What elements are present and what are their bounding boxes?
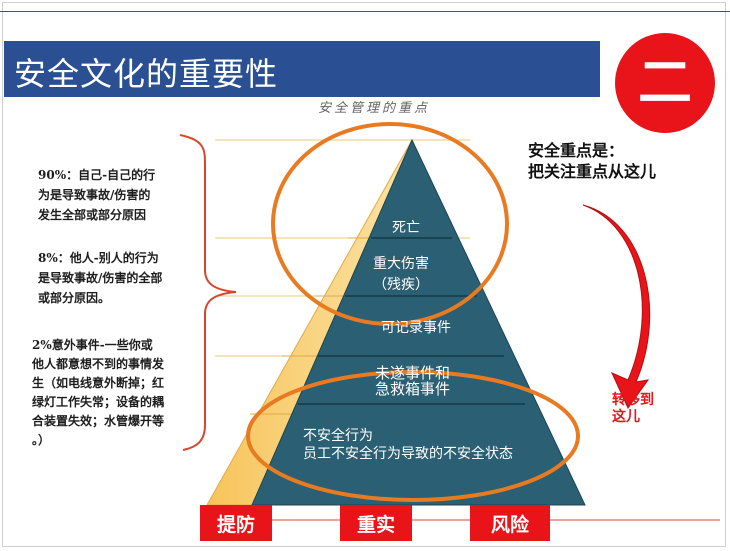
pyramid-subtitle: 安全管理的重点 [318,101,431,116]
level-serious-injury: 重大伤害 [373,256,429,272]
bottom-focus-ellipse [246,370,580,502]
focus-statement: 安全重点是： 把关注重点从这儿 [528,140,656,182]
level-serious-injury-note: （残疾） [373,277,429,293]
page-title: 安全文化的重要性 [14,55,279,93]
shift-line: 这儿 [612,409,640,425]
note-90-line: 发生全部或部分原因 [38,208,147,222]
note-2-percent: 2%意外事件-一些你或 他人都意想不到的事情发 生（如电线意外断掉；红 绿灯工作… [32,336,164,450]
tag-prevent: 提防 [200,505,272,541]
level-unsafe-behavior: 不安全行为 [303,427,373,444]
shift-line: 转移到 [612,392,654,408]
note-2-line: 。） [32,433,51,447]
top-rule [0,11,730,12]
note-2-line: 2%意外事件-一些你或 [32,338,153,352]
note-90-line: 90%：自己-自己的行 [38,168,156,182]
level-near-miss: 未遂事件和 [375,364,450,382]
shift-label: 转移到 这儿 [612,392,654,426]
section-number: 二 [638,51,692,114]
note-90-percent: 90%：自己-自己的行 为是导致事故/伤害的 发生全部或部分原因 [38,165,155,225]
note-90-line: 为是导致事故/伤害的 [38,188,151,202]
note-8-line: 8%：他人-别人的行为 [38,251,159,265]
tag-risk: 风险 [470,505,550,541]
level-recordable: 可记录事件 [381,320,451,336]
note-2-line: 生（如电线意外断掉；红 [32,376,165,390]
pyramid-bands [298,237,525,405]
focus-line: 安全重点是： [528,141,625,160]
shift-arrow [582,204,651,409]
note-2-line: 合装置失效；水管爆开等 [32,414,165,428]
note-8-line: 或部分原因。 [38,291,111,305]
note-2-line: 他人都意想不到的事情发 [32,357,165,371]
tag-reality: 重实 [340,505,412,541]
top-focus-ellipse [271,122,509,326]
section-badge: 二 [615,33,715,133]
focus-line: 把关注重点从这儿 [528,162,657,181]
note-8-percent: 8%：他人-别人的行为 是导致事故/伤害的全部 或部分原因。 [38,248,162,308]
level-first-aid: 急救箱事件 [375,380,450,398]
title-bar [4,41,600,97]
left-bracket [179,134,237,451]
note-8-line: 是导致事故/伤害的全部 [38,271,163,285]
note-2-line: 绿灯工作失常；设备的耦 [32,395,165,409]
level-death: 死亡 [392,220,420,236]
level-unsafe-condition: 员工不安全行为导致的不安全状态 [303,445,513,462]
